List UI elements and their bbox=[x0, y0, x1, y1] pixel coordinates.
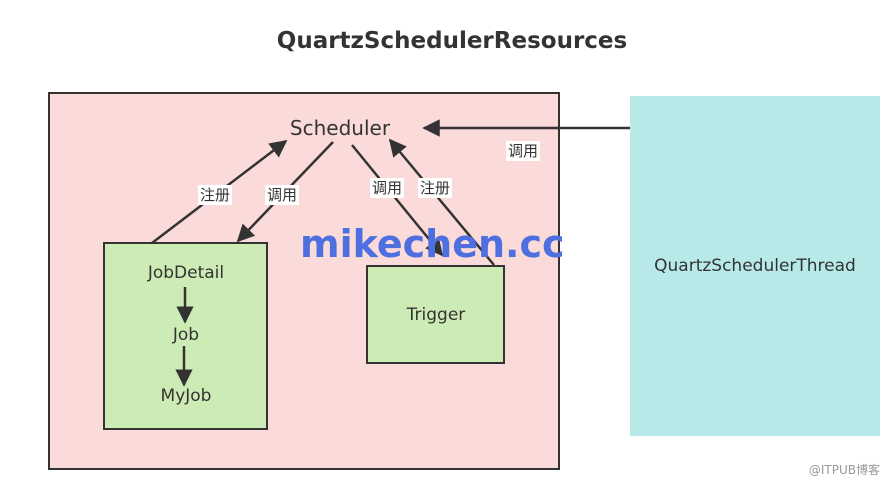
quartz-scheduler-thread-label: QuartzSchedulerThread bbox=[654, 256, 856, 276]
trigger-label: Trigger bbox=[406, 305, 466, 325]
jobdetail-label: JobDetail bbox=[147, 263, 225, 283]
watermark-mikechen: mikechen.cc bbox=[300, 222, 565, 266]
edge-label-trigger-register: 注册 bbox=[418, 178, 453, 198]
myjob-label: MyJob bbox=[160, 386, 212, 406]
arrow-trigger-to-scheduler bbox=[388, 138, 495, 266]
source-credit: @ITPUB博客 bbox=[808, 463, 880, 477]
jobdetail-box bbox=[103, 242, 268, 430]
scheduler-node: Scheduler bbox=[289, 116, 391, 140]
trigger-box bbox=[366, 265, 505, 364]
edge-label-jobdetail-invoke: 调用 bbox=[265, 185, 300, 205]
quartz-scheduler-thread-box bbox=[630, 96, 880, 436]
job-label: Job bbox=[172, 325, 200, 345]
edge-label-jobdetail-register: 注册 bbox=[198, 185, 233, 205]
arrow-scheduler-to-trigger bbox=[351, 144, 444, 257]
diagram-title: QuartzSchedulerResources bbox=[276, 28, 628, 54]
edge-label-trigger-invoke: 调用 bbox=[370, 178, 405, 198]
edge-label-thread-invoke: 调用 bbox=[506, 141, 541, 161]
